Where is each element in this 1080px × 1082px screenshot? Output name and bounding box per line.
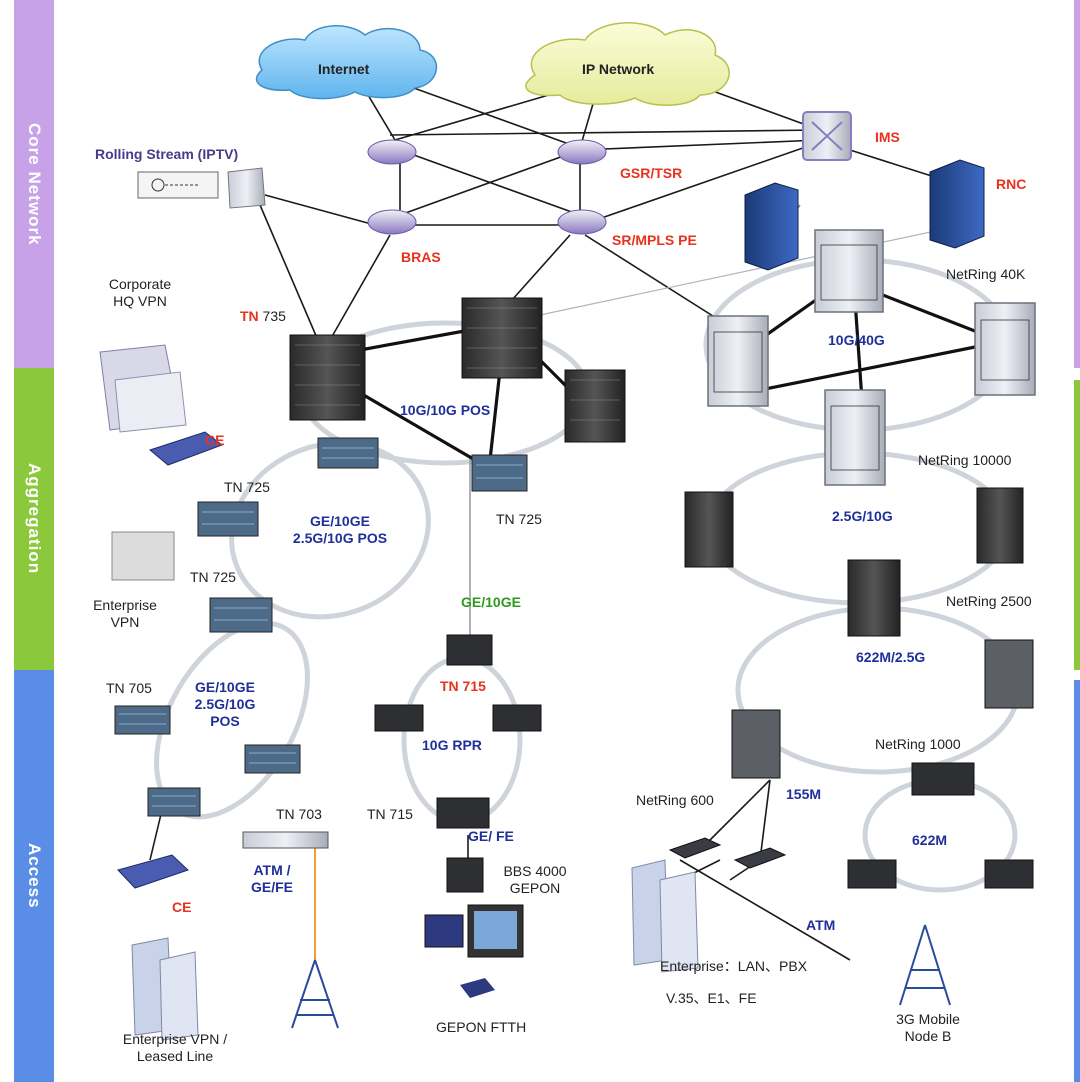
tn703-device	[242, 831, 329, 849]
bras-label: BRAS	[401, 249, 441, 265]
netring600-devices	[668, 837, 787, 869]
access-band-label: Access	[25, 843, 44, 909]
atm-gefe-label: ATM / GE/FE	[250, 862, 293, 895]
mobile-node-label: 3G Mobile Node B	[896, 1011, 960, 1044]
tn715-chassis	[374, 634, 1034, 893]
netring2500-label: NetRing 2500	[946, 593, 1032, 609]
tn725-chassis	[114, 437, 528, 817]
gsr-label: GSR/TSR	[620, 165, 683, 181]
ip-network-cloud	[525, 22, 730, 106]
ring-622m25g-label: 622M/2.5G	[856, 649, 926, 665]
gepon-ftth-label: GEPON FTTH	[436, 1019, 527, 1035]
ring-10g-pos-label: 10G/10G POS	[400, 402, 491, 418]
core-band	[14, 0, 54, 368]
ce-top-label: CE	[205, 432, 225, 448]
ring-ge-access-label: GE/10GE 2.5G/10G POS	[194, 679, 256, 729]
right-edge-core	[1074, 0, 1080, 368]
rnc-label: RNC	[996, 176, 1027, 192]
ce-bottom-label: CE	[172, 899, 192, 915]
tn735-label: TN 735	[240, 308, 286, 325]
core-band-label: Core Network	[25, 122, 44, 246]
access-band	[14, 670, 54, 1082]
ring-10g40g-label: 10G/40G	[828, 332, 885, 348]
corporate-hq-label: Corporate HQ VPN	[108, 276, 172, 309]
netring40k-label: NetRing 40K	[946, 266, 1026, 282]
aggregation-band-label: Aggregation	[25, 463, 44, 575]
iptv-label: Rolling Stream (IPTV)	[95, 146, 239, 162]
tn725-label-b: TN 725	[496, 511, 542, 527]
internet-cloud-label: Internet	[318, 61, 370, 77]
m622-label: 622M	[912, 832, 948, 848]
tn735-label-prefix: TN	[240, 308, 259, 324]
aggregation-band	[14, 368, 54, 670]
ims-label: IMS	[875, 129, 900, 145]
router-icons	[367, 139, 607, 235]
v35-label: V.35、E1、FE	[666, 990, 757, 1006]
ge10ge-green-label: GE/10GE	[461, 594, 521, 610]
m155-label: 155M	[786, 786, 822, 802]
netring600-label: NetRing 600	[636, 792, 714, 808]
thick-links	[354, 288, 986, 462]
ge-fe-label: GE/ FE	[468, 828, 514, 844]
tn735-label-number: 735	[258, 308, 286, 324]
iptv-icons	[137, 167, 266, 209]
atm-label: ATM	[806, 917, 836, 933]
tn725-label-c: TN 725	[190, 569, 236, 585]
antenna-towers	[291, 924, 951, 1029]
internet-cloud	[255, 25, 437, 100]
ims-icon	[802, 111, 852, 161]
tn725-label-a: TN 725	[224, 479, 270, 495]
tn735-chassis	[289, 297, 626, 443]
server-icons	[744, 159, 985, 271]
netring1000-label: NetRing 1000	[875, 736, 961, 752]
tn715-red-label: TN 715	[440, 678, 486, 694]
netring-cabinets	[684, 487, 1034, 779]
netring10000-label: NetRing 10000	[918, 452, 1012, 468]
enterprise-lan-label: Enterprise：LAN、PBX	[660, 958, 808, 974]
buildings	[99, 344, 699, 1041]
tn703-label: TN 703	[276, 806, 322, 822]
enterprise-vpn-label: Enterprise VPN	[93, 597, 157, 630]
right-edge-access	[1074, 680, 1080, 1082]
ce-switches	[117, 431, 224, 889]
ring-ge-agg-label: GE/10GE 2.5G/10G POS	[292, 513, 388, 546]
tn715-label: TN 715	[367, 806, 413, 822]
ftth-devices	[424, 904, 524, 998]
tn705-label: TN 705	[106, 680, 152, 696]
bbs-label: BBS 4000 GEPON	[503, 863, 567, 896]
enterprise-leased-label: Enterprise VPN / Leased Line	[122, 1031, 228, 1064]
ip-network-cloud-label: IP Network	[582, 61, 655, 77]
right-edge-agg	[1074, 380, 1080, 670]
srmpls-label: SR/MPLS PE	[612, 232, 697, 248]
ring-10g-rpr-label: 10G RPR	[422, 737, 482, 753]
ring-ge-agg	[229, 440, 431, 620]
ring-25g10g-label: 2.5G/10G	[832, 508, 893, 524]
